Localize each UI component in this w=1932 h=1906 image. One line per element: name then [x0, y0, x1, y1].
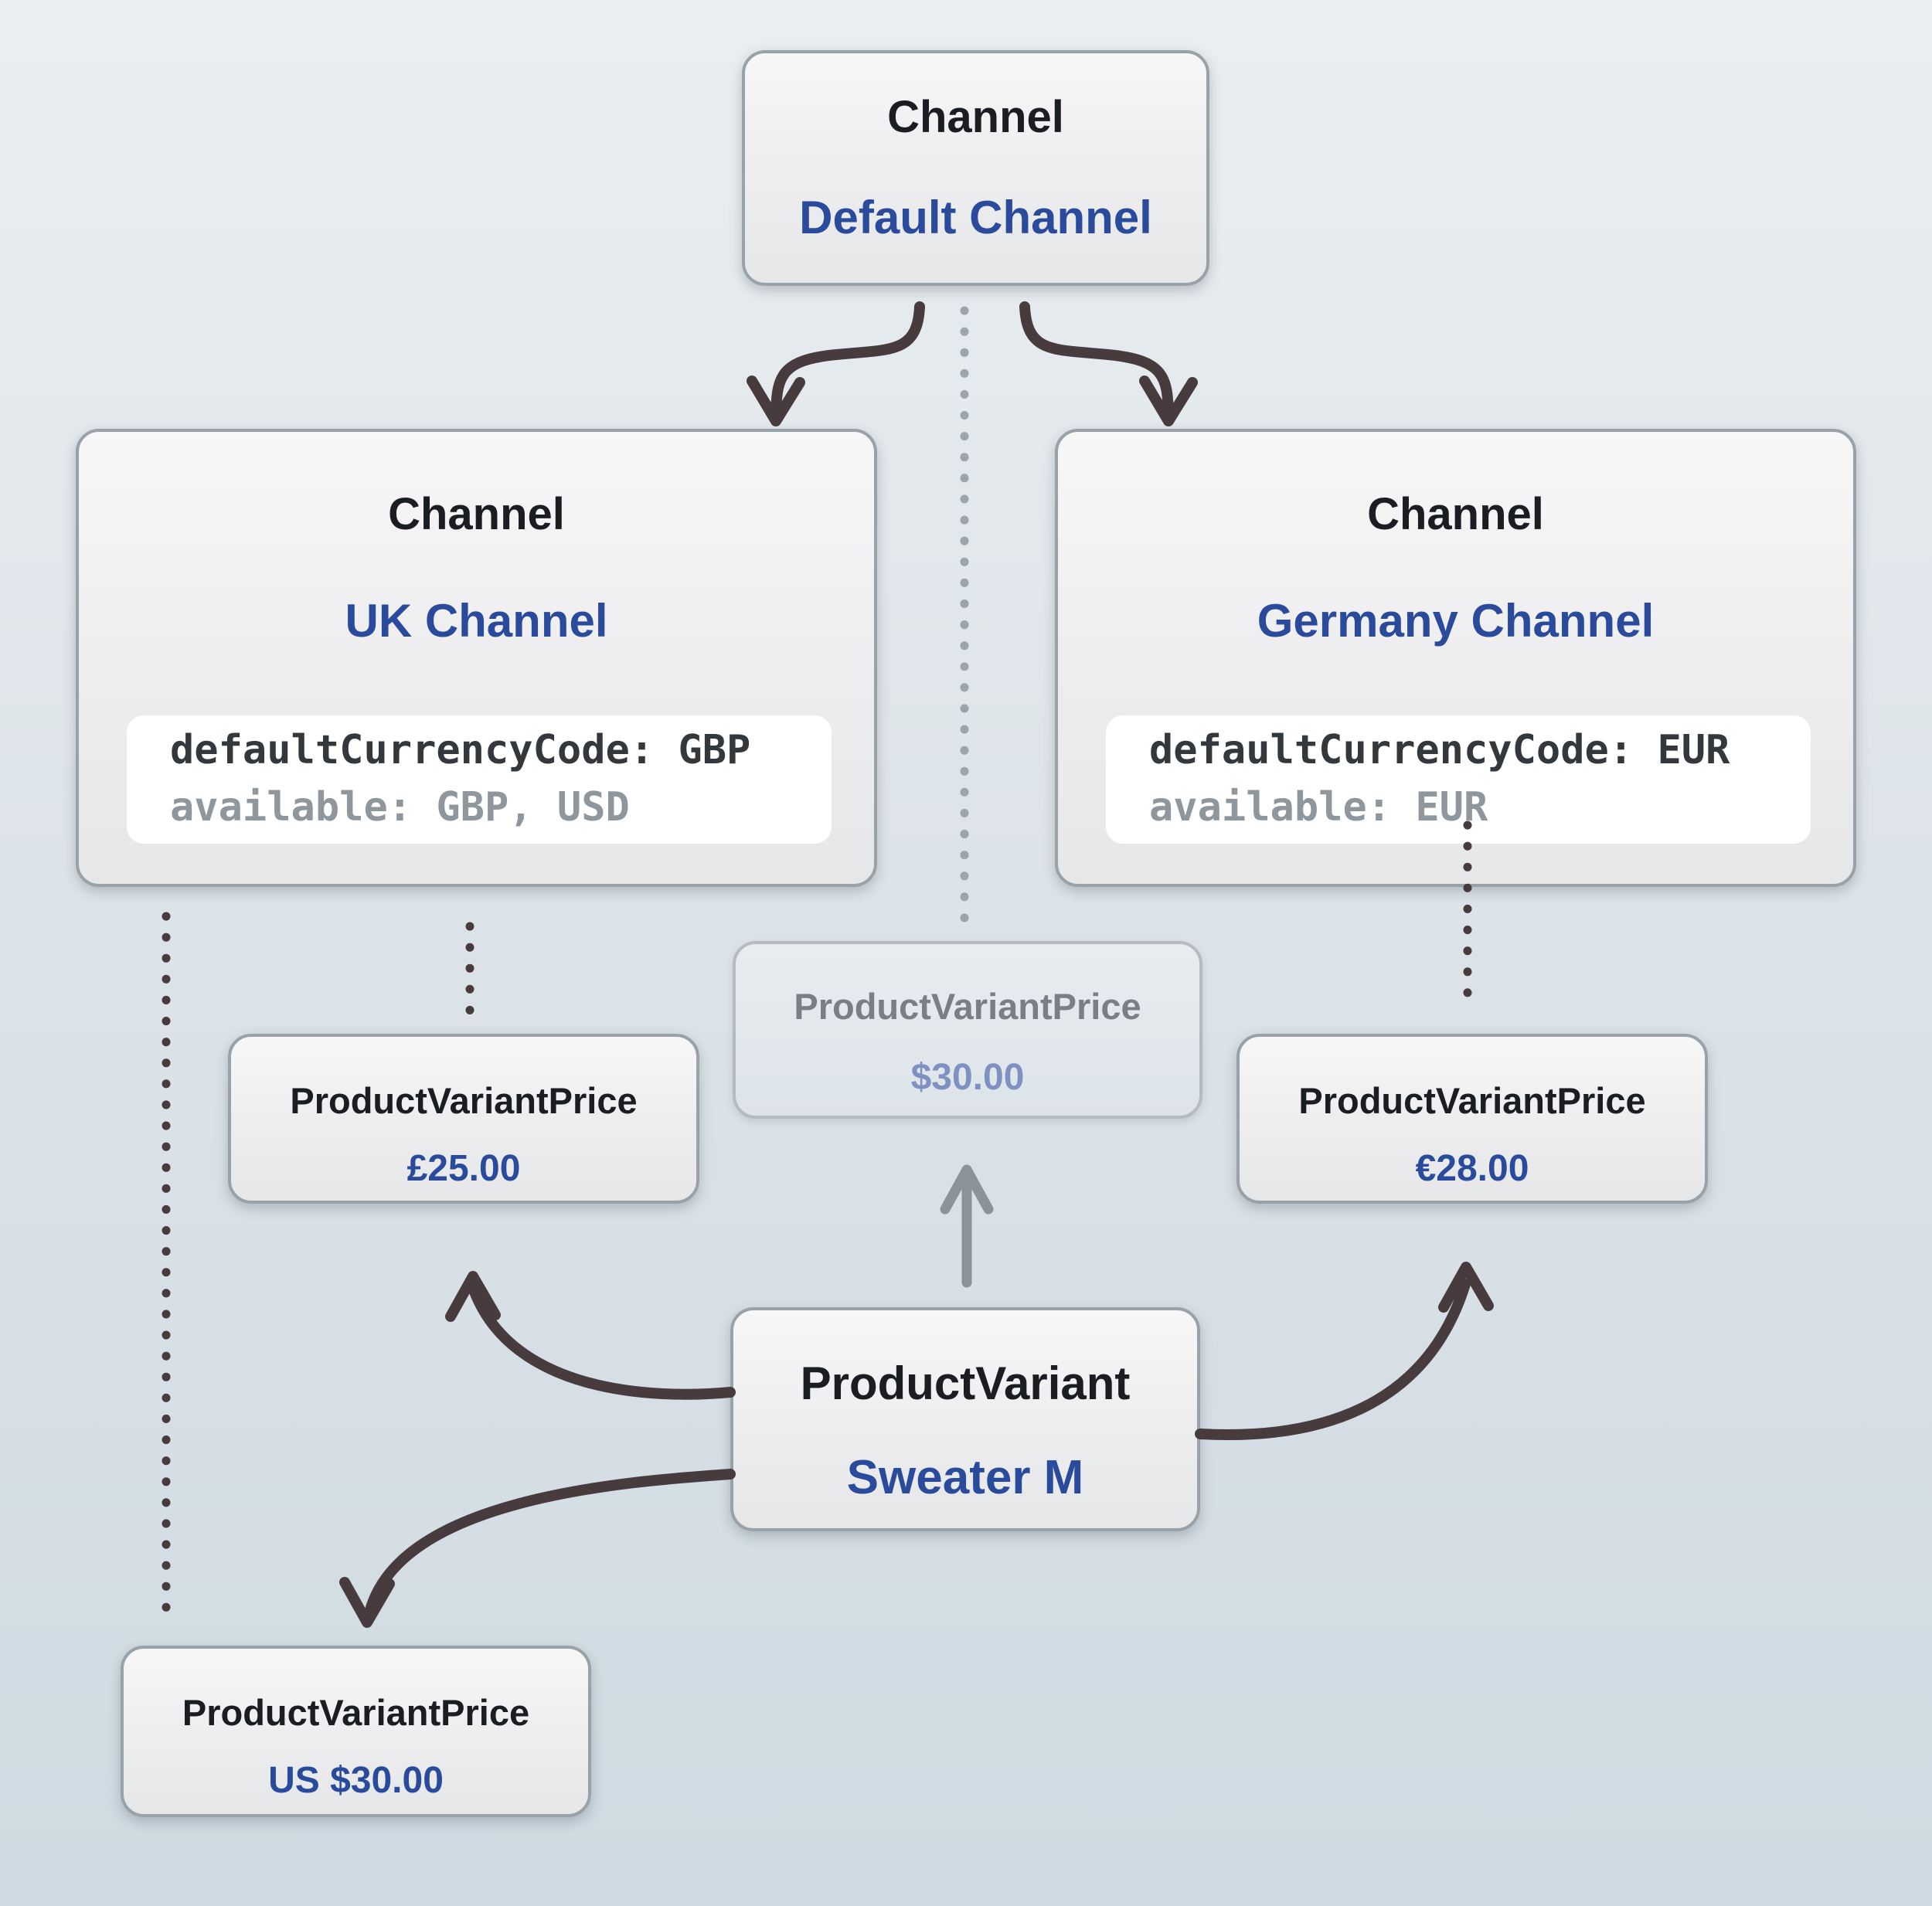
node-default-price: ProductVariantPrice $30.00 [733, 941, 1202, 1119]
arrow-product-variant-to-uk-price [445, 1271, 736, 1400]
node-type-label: Channel [1367, 489, 1544, 539]
node-type-label: ProductVariantPrice [290, 1080, 638, 1121]
node-type-label: Channel [887, 92, 1064, 142]
node-uk-channel: Channel UK Channel defaultCurrencyCode: … [76, 429, 877, 887]
price-value-label: £25.00 [406, 1148, 521, 1189]
default-currency-line: defaultCurrencyCode: GBP [170, 727, 751, 773]
node-type-label: ProductVariantPrice [794, 986, 1141, 1027]
arrow-default-channel-to-uk-channel [747, 301, 925, 426]
node-germany-channel: Channel Germany Channel defaultCurrencyC… [1055, 429, 1856, 887]
node-type-label: ProductVariantPrice [182, 1692, 530, 1733]
node-name-label: UK Channel [345, 595, 608, 647]
price-value-label: $30.00 [910, 1057, 1025, 1098]
price-value-label: US $30.00 [268, 1760, 444, 1801]
node-name-label: Sweater M [846, 1451, 1084, 1504]
available-currencies-line: available: GBP, USD [170, 784, 630, 831]
node-default-channel: Channel Default Channel [742, 50, 1209, 286]
node-type-label: ProductVariantPrice [1298, 1080, 1646, 1121]
available-currencies-line: available: EUR [1149, 784, 1488, 831]
default-currency-line: defaultCurrencyCode: EUR [1149, 727, 1730, 773]
node-germany-price: ProductVariantPrice €28.00 [1236, 1034, 1708, 1204]
arrow-product-variant-to-us-price [339, 1469, 736, 1628]
node-us-price: ProductVariantPrice US $30.00 [121, 1646, 591, 1817]
arrow-product-variant-to-germany-price [1195, 1262, 1494, 1440]
node-product-variant: ProductVariant Sweater M [730, 1307, 1200, 1531]
germany-currency-code-block: defaultCurrencyCode: EUR available: EUR [1106, 715, 1811, 844]
price-value-label: €28.00 [1415, 1148, 1529, 1189]
node-type-label: Channel [388, 489, 565, 539]
node-name-label: Germany Channel [1257, 595, 1655, 647]
uk-currency-code-block: defaultCurrencyCode: GBP available: GBP,… [127, 715, 832, 844]
node-uk-price: ProductVariantPrice £25.00 [228, 1034, 699, 1204]
node-type-label: ProductVariant [800, 1357, 1131, 1409]
arrow-default-channel-to-germany-channel [1019, 301, 1198, 426]
arrow-product-variant-to-default-price [940, 1164, 994, 1288]
node-name-label: Default Channel [799, 192, 1152, 243]
